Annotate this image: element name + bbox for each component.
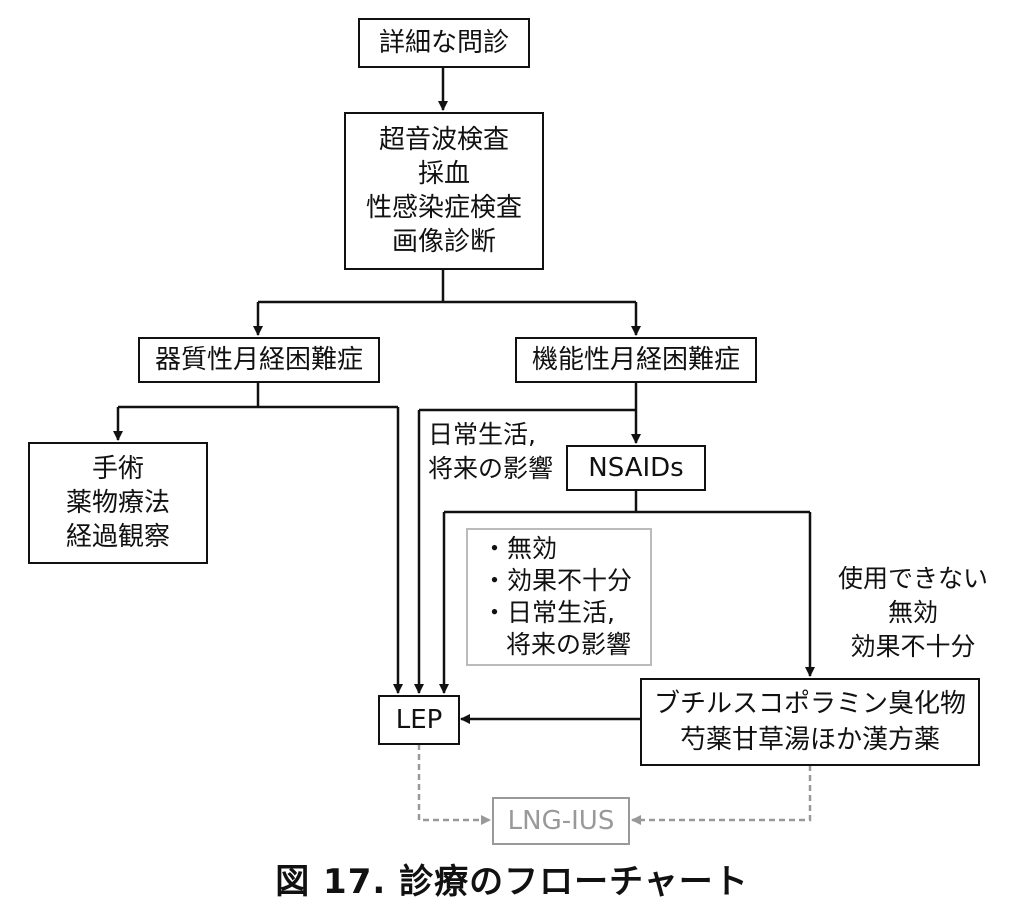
- node-text: 超音波検査: [378, 125, 509, 155]
- node-text: 画像診断: [391, 227, 496, 257]
- node-organic-treatment: 手術 薬物療法 経過観察: [28, 442, 208, 564]
- note-text: ・日常生活,: [482, 598, 615, 627]
- note-text: 将来の影響: [506, 630, 632, 659]
- node-nsaids: NSAIDs: [566, 445, 706, 491]
- node-text: LEP: [395, 705, 443, 735]
- node-antispasmodic-kampo: ブチルスコポラミン臭化物 芍薬甘草湯ほか漢方薬: [640, 678, 980, 766]
- note-text: 無効: [887, 598, 938, 627]
- note-cannot-use: 使用できない 無効 効果不十分: [832, 562, 994, 664]
- node-text: ブチルスコポラミン臭化物: [653, 689, 966, 719]
- note-text: 使用できない: [837, 564, 988, 593]
- node-text: NSAIDs: [588, 453, 684, 483]
- figure-caption: 図 17. 診療のフローチャート: [275, 862, 749, 902]
- note-text: 将来の影響: [428, 454, 554, 483]
- node-text: 性感染症検査: [365, 193, 522, 223]
- note-text: ・無効: [482, 534, 558, 563]
- node-examinations: 超音波検査 採血 性感染症検査 画像診断: [344, 112, 544, 270]
- note-text: 日常生活,: [428, 420, 536, 449]
- node-text: 詳細な問診: [378, 28, 509, 58]
- node-text: 経過観察: [65, 522, 170, 552]
- node-text: 機能性月経困難症: [531, 345, 740, 375]
- node-text: 採血: [417, 159, 470, 189]
- note-text: 効果不十分: [850, 632, 976, 661]
- node-text: 器質性月経困難症: [154, 345, 363, 375]
- node-organic-dysmenorrhea: 器質性月経困難症: [138, 337, 380, 383]
- dashed-arrow-lep-to-lngius: [417, 744, 491, 825]
- node-text: LNG-IUS: [507, 806, 615, 836]
- note-nsaids-failure: ・無効 ・効果不十分 ・日常生活, 将来の影響: [466, 528, 652, 666]
- note-daily-life: 日常生活, 将来の影響: [428, 418, 553, 486]
- node-text: 手術: [91, 454, 144, 484]
- node-functional-dysmenorrhea: 機能性月経困難症: [515, 337, 757, 383]
- dashed-arrow-kampo-to-lngius: [631, 765, 812, 825]
- node-text: 薬物療法: [65, 488, 170, 518]
- node-lep: LEP: [378, 695, 460, 745]
- note-text: ・効果不十分: [482, 566, 633, 595]
- node-detailed-interview: 詳細な問診: [358, 18, 530, 68]
- node-lng-ius: LNG-IUS: [492, 797, 630, 845]
- node-text: 芍薬甘草湯ほか漢方薬: [679, 725, 940, 755]
